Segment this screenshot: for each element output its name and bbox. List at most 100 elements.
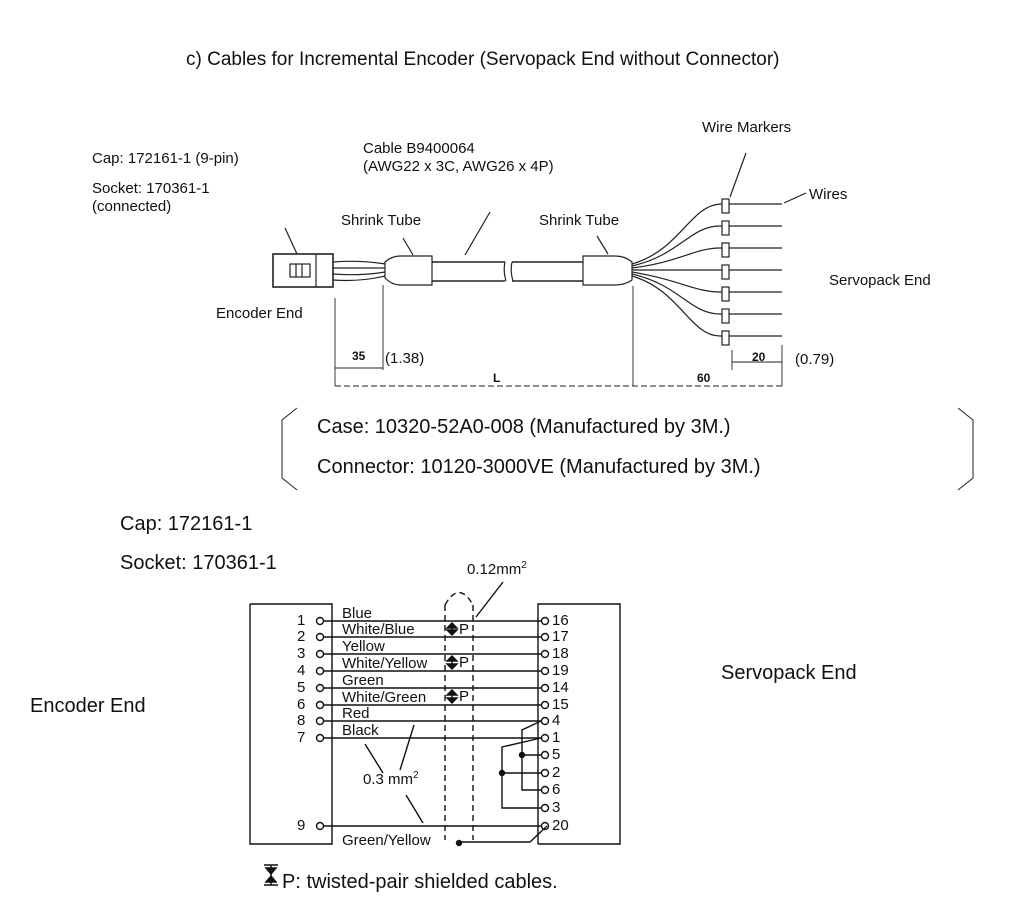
wire-markers xyxy=(721,198,730,346)
jumper-4-5-6 xyxy=(521,720,542,791)
right-pin-terminal xyxy=(540,700,550,710)
right-pin-terminal xyxy=(540,821,550,831)
left-pin-number: 7 xyxy=(297,729,306,746)
right-pin-number: 15 xyxy=(552,696,569,713)
bracket-left xyxy=(281,407,298,491)
wire-color-label: Yellow xyxy=(342,638,385,655)
right-pin-number: 16 xyxy=(552,612,569,629)
connector-part-label: Connector: 10120-3000VE (Manufactured by… xyxy=(317,456,761,478)
left-pin-terminal xyxy=(315,821,325,831)
shield-outline xyxy=(444,591,474,840)
legend-text: P: twisted-pair shielded cables. xyxy=(282,871,558,893)
left-pin-terminal xyxy=(315,666,325,676)
wire-color-label: Black xyxy=(342,722,379,739)
dim-35: 35 xyxy=(352,349,366,363)
cap-leader xyxy=(284,227,298,255)
left-pin-terminal xyxy=(315,632,325,642)
shield-wire-label: Green/Yellow xyxy=(342,832,431,849)
shield-drain xyxy=(460,825,548,843)
encoder-connector xyxy=(272,253,334,288)
shrink-tube-right-leader xyxy=(596,235,609,255)
servopack-block xyxy=(537,603,621,845)
dim-20: 20 xyxy=(752,350,766,364)
wire-color-label: White/Green xyxy=(342,689,427,706)
jumper-1-2-3 xyxy=(501,737,542,809)
wiring-cap-label: Cap: 172161-1 xyxy=(120,513,253,535)
area-012-label: 0.12mm2 xyxy=(467,560,527,578)
pair-label: P xyxy=(459,621,470,638)
cable-spec: (AWG22 x 3C, AWG26 x 4P) xyxy=(363,158,554,175)
left-pin-terminal xyxy=(315,733,325,743)
dimension-lines xyxy=(334,285,783,387)
right-pin-terminal xyxy=(540,785,550,795)
shrink-tube-left xyxy=(384,255,433,286)
bracket-right xyxy=(957,407,974,491)
left-pin-terminal xyxy=(315,616,325,626)
right-pin-terminal xyxy=(540,716,550,726)
pair-label: P xyxy=(459,688,470,705)
right-pin-terminal xyxy=(540,666,550,676)
wire-color-label: White/Blue xyxy=(342,621,415,638)
shrink-tube-right xyxy=(582,255,633,286)
right-pin-number: 18 xyxy=(552,645,569,662)
encoder-block xyxy=(249,603,333,845)
pair-label: P xyxy=(459,654,470,671)
wire-markers-leader xyxy=(729,152,747,198)
right-pin-terminal xyxy=(540,683,550,693)
wire-color-label: Green xyxy=(342,672,384,689)
right-pin-number: 1 xyxy=(552,729,561,746)
right-pin-number: 4 xyxy=(552,712,561,729)
wires-leader xyxy=(783,192,807,204)
socket-label: Socket: 170361-1 xyxy=(92,180,210,197)
area-012-leader xyxy=(475,581,504,618)
left-pin-terminal xyxy=(315,700,325,710)
left-pin-terminal xyxy=(315,649,325,659)
right-pin-number: 6 xyxy=(552,781,561,798)
pair-markers xyxy=(445,622,459,704)
encoder-end-label: Encoder End xyxy=(216,305,303,322)
right-pin-terminal xyxy=(540,649,550,659)
shrink-tube-left-label: Shrink Tube xyxy=(341,212,422,229)
wire-lines xyxy=(315,616,550,831)
wire-color-label: Red xyxy=(342,705,370,722)
area-03-leader-c xyxy=(405,794,424,824)
right-pin-number: 5 xyxy=(552,746,561,763)
left-pin-terminal xyxy=(315,683,325,693)
cap-label: Cap: 172161-1 (9-pin) xyxy=(92,150,239,167)
area-03-leader-b xyxy=(399,724,415,771)
socket-note: (connected) xyxy=(92,198,172,215)
wire-color-label: Blue xyxy=(342,605,373,622)
twisted-pair-marker xyxy=(445,655,459,670)
right-pin-number: 14 xyxy=(552,679,569,696)
dim-35-inches: (1.38) xyxy=(385,350,425,367)
shrink-tube-right-label: Shrink Tube xyxy=(539,212,620,229)
right-pin-number: 3 xyxy=(552,799,561,816)
left-pin-number: 9 xyxy=(297,817,306,834)
cable-leader xyxy=(464,211,491,256)
left-pin-number: 4 xyxy=(297,662,306,679)
wires-label: Wires xyxy=(809,186,848,203)
right-pin-number: 17 xyxy=(552,628,569,645)
left-pin-number: 2 xyxy=(297,628,306,645)
dim-L: L xyxy=(493,371,501,385)
left-pin-terminal xyxy=(315,716,325,726)
area-03-leader-a xyxy=(364,743,384,774)
dim-20-inches: (0.79) xyxy=(795,351,835,368)
right-pin-terminal xyxy=(540,632,550,642)
right-pin-terminal xyxy=(540,803,550,813)
left-pin-number: 8 xyxy=(297,712,306,729)
right-pin-terminal xyxy=(540,616,550,626)
area-03-label: 0.3 mm2 xyxy=(363,770,419,788)
dim-60: 60 xyxy=(697,371,711,385)
right-pin-number: 20 xyxy=(552,817,569,834)
twisted-pair-marker xyxy=(445,689,459,704)
section-title: c) Cables for Incremental Encoder (Servo… xyxy=(186,49,780,70)
wiring-socket-label: Socket: 170361-1 xyxy=(120,552,277,574)
left-pin-number: 5 xyxy=(297,679,306,696)
right-pin-terminal xyxy=(540,733,550,743)
wiring-servopack-end: Servopack End xyxy=(721,662,857,684)
left-pin-number: 3 xyxy=(297,645,306,662)
